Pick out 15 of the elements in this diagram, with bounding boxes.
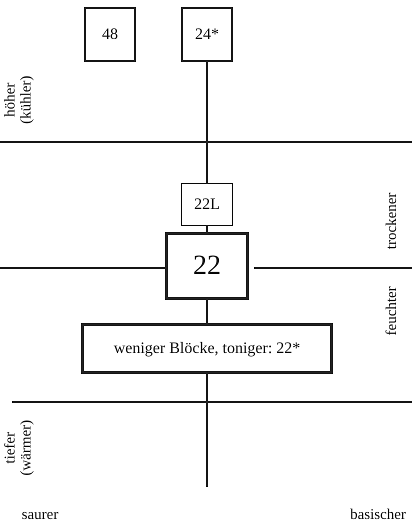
connector-line (206, 226, 208, 232)
axis-label: feuchter (385, 285, 401, 338)
value-box: weniger Blöcke, toniger: 22* (81, 323, 333, 374)
value-box: 48 (84, 7, 136, 62)
connector-line (206, 62, 208, 183)
connector-line (206, 374, 208, 487)
axis-label: saurer (20, 508, 60, 524)
connector-line (206, 300, 208, 323)
value-box: 22L (181, 183, 233, 226)
value-box: 24* (181, 7, 233, 62)
value-box: 22 (165, 232, 249, 300)
axis-label: basischer (349, 508, 407, 524)
axis-label: trockener (385, 192, 401, 252)
axis-label: höher (kühler) (3, 74, 35, 126)
axis-label: tiefer (wärmer) (3, 418, 35, 478)
